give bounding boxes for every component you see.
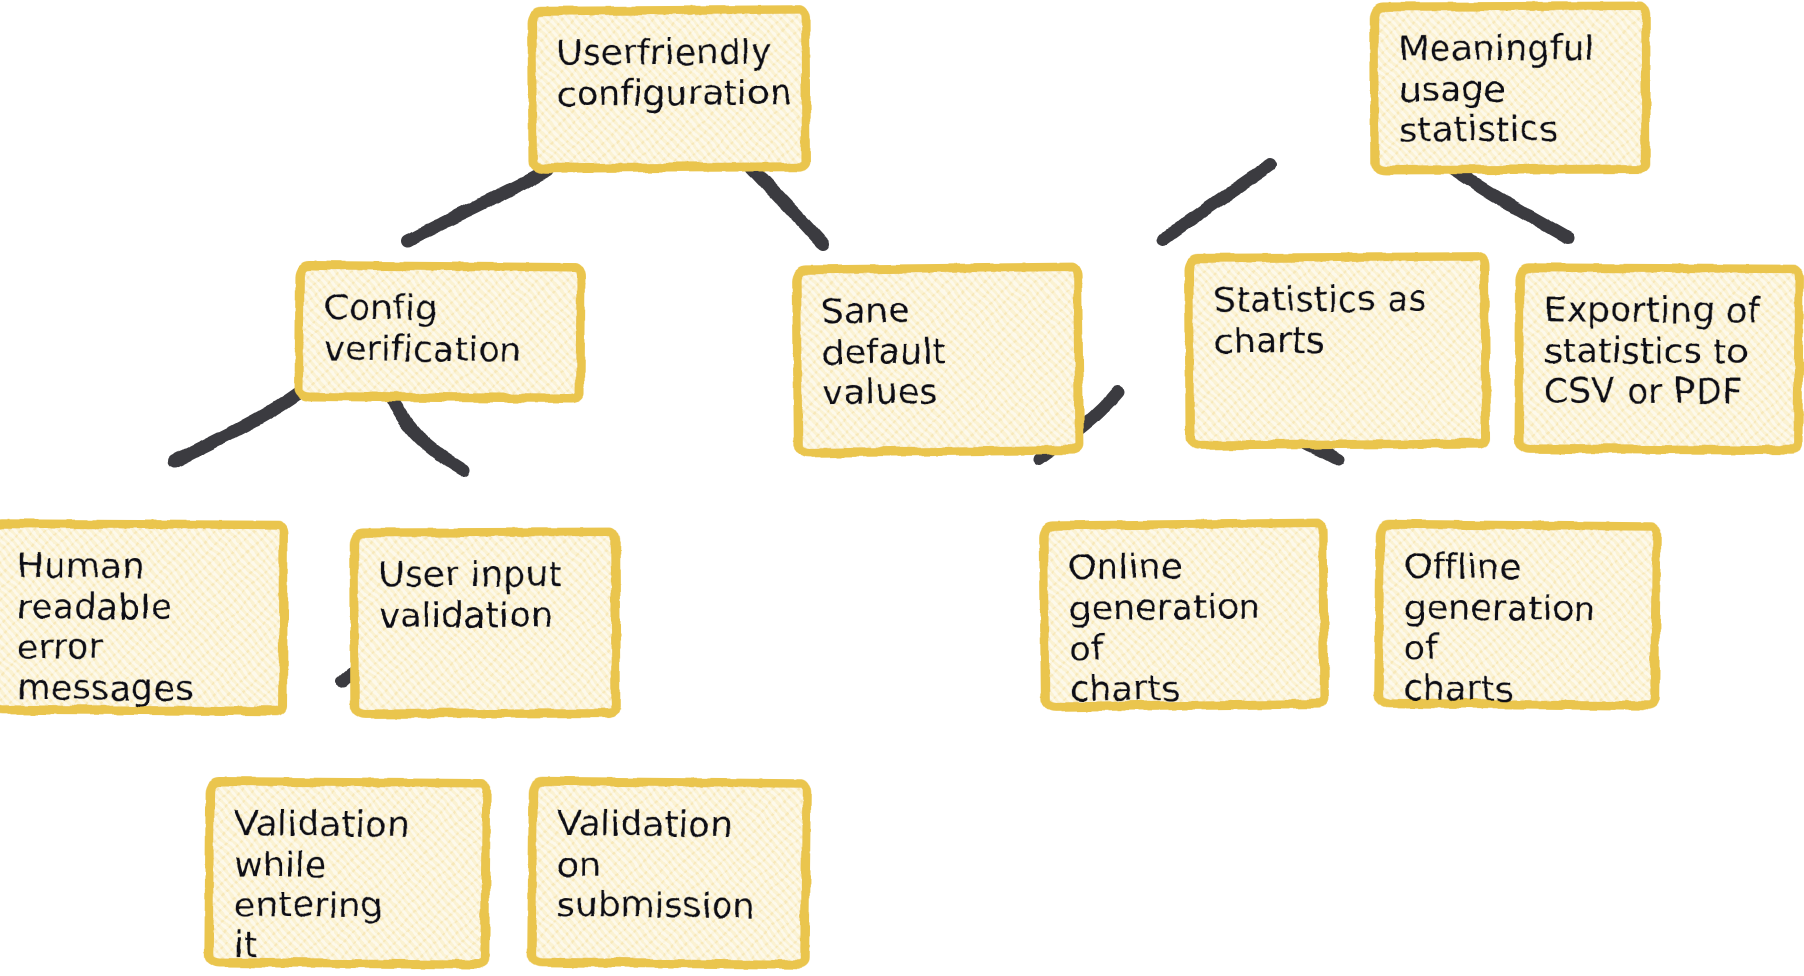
node-userfriendly-configuration[interactable]: Userfriendly configuration [527,5,811,173]
node-label: Offline generation of charts [1403,546,1597,710]
node-validation-while-entering-it[interactable]: Validation while entering it [204,776,491,970]
edge-userfriendly-to-config-verification [401,163,555,248]
node-label: Exporting of statistics to CSV or PDF [1543,290,1761,413]
edge-config-verification-to-user-input-validation [383,386,470,477]
node-online-generation-of-charts[interactable]: Online generation of charts [1039,518,1329,712]
node-statistics-as-charts[interactable]: Statistics as charts [1184,252,1491,450]
node-label: Online generation of charts [1068,547,1262,710]
edge-config-verification-to-human-readable [168,385,307,468]
node-label: Validation while entering it [233,804,410,967]
node-human-readable-error-messages[interactable]: Human readable error messages [0,519,289,716]
node-label: User input validation [378,554,562,636]
node-exporting-of-statistics[interactable]: Exporting of statistics to CSV or PDF [1514,263,1804,455]
node-offline-generation-of-charts[interactable]: Offline generation of charts [1374,519,1661,711]
node-config-verification[interactable]: Config verification [294,260,586,404]
node-sane-default-values[interactable]: Sane default values [792,262,1084,458]
node-validation-on-submission[interactable]: Validation on submission [527,776,811,970]
node-label: Userfriendly configuration [556,32,792,115]
node-user-input-validation[interactable]: User input validation [349,527,621,719]
edge-meaningful-usage-to-exporting-statistics [1445,161,1575,245]
node-label: Human readable error messages [16,546,194,710]
node-label: Meaningful usage statistics [1398,28,1595,151]
node-label: Statistics as charts [1213,279,1428,362]
node-label: Config verification [323,288,523,371]
edge-userfriendly-to-sane-defaults [745,161,830,251]
edge-meaningful-usage-to-statistics-as-charts [1156,158,1277,247]
node-label: Sane default values [821,291,947,414]
node-label: Validation on submission [556,803,756,928]
node-meaningful-usage-statistics[interactable]: Meaningful usage statistics [1369,1,1651,175]
